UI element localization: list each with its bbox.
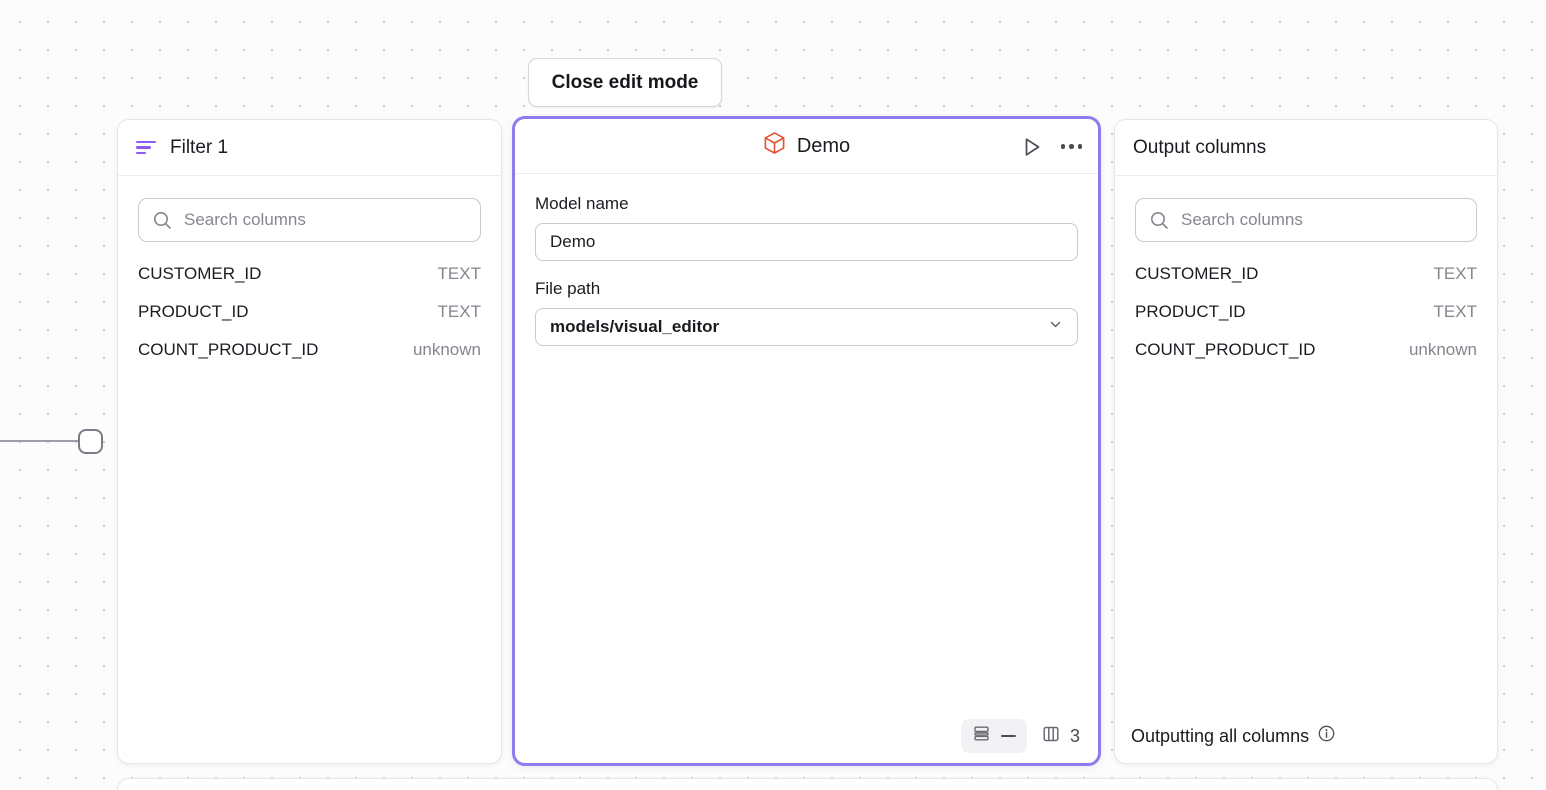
model-panel-title-group: Demo [763,131,850,161]
search-icon [1150,211,1169,230]
rows-icon [972,724,991,748]
table-row[interactable]: CUSTOMER_ID TEXT [138,264,481,302]
close-edit-mode-button[interactable]: Close edit mode [528,58,722,107]
column-type: TEXT [437,264,481,283]
edge-connector-handle[interactable] [78,429,103,454]
info-icon[interactable] [1317,724,1336,748]
column-name: PRODUCT_ID [138,302,249,321]
output-columns-panel[interactable]: Output columns CUSTOMER_ID TEXT PRODUCT_… [1114,119,1498,764]
output-search-box[interactable] [1135,198,1477,242]
row-count-control[interactable] [960,719,1027,753]
model-panel-actions [1021,119,1082,174]
filter-column-list: CUSTOMER_ID TEXT PRODUCT_ID TEXT COUNT_P… [118,264,501,378]
bottom-partial-panel[interactable] [117,778,1498,790]
output-panel-header: Output columns [1115,120,1497,176]
column-count-value: 3 [1069,725,1080,746]
column-count-control[interactable]: 3 [1041,724,1080,749]
model-panel-footer: 3 [515,709,1098,763]
ellipsis-icon[interactable] [1060,144,1082,149]
column-name: PRODUCT_ID [1135,302,1246,321]
chevron-down-icon [1048,317,1063,337]
filter-panel[interactable]: Filter 1 CUSTOMER_ID TEXT PRODUCT_ID TEX… [117,119,502,764]
model-panel-header: Demo [515,119,1098,174]
output-status-text: Outputting all columns [1131,725,1310,746]
filter-search-box[interactable] [138,198,481,242]
column-name: COUNT_PRODUCT_ID [138,340,319,359]
column-type: TEXT [1433,302,1477,321]
column-name: CUSTOMER_ID [1135,264,1259,283]
table-row[interactable]: COUNT_PRODUCT_ID unknown [138,340,481,378]
filter-search-input[interactable] [184,210,466,230]
column-type: unknown [412,340,481,359]
output-panel-footer: Outputting all columns [1115,709,1497,763]
column-type: TEXT [1433,264,1477,283]
model-name-input[interactable] [535,223,1078,261]
table-row[interactable]: COUNT_PRODUCT_ID unknown [1135,340,1477,378]
columns-icon [1041,724,1061,749]
table-row[interactable]: CUSTOMER_ID TEXT [1135,264,1477,302]
column-name: COUNT_PRODUCT_ID [1135,340,1316,359]
edge-connector-line [0,440,82,442]
output-panel-title: Output columns [1133,136,1267,158]
file-path-label: File path [535,279,601,298]
filter-icon [136,140,156,155]
file-path-select[interactable]: models/visual_editor [535,308,1078,346]
model-panel-body: Model name File path models/visual_edito… [515,174,1098,346]
filter-panel-title: Filter 1 [170,136,229,158]
model-panel[interactable]: Demo Model name File path models/visual_… [512,116,1101,766]
cube-icon [763,131,786,161]
play-icon[interactable] [1021,136,1043,158]
output-column-list: CUSTOMER_ID TEXT PRODUCT_ID TEXT COUNT_P… [1115,264,1497,378]
row-count-value [1000,734,1016,738]
search-icon [153,211,172,230]
filter-panel-header: Filter 1 [118,120,501,176]
file-path-value: models/visual_editor [550,317,720,336]
column-type: TEXT [437,302,481,321]
output-search-input[interactable] [1181,210,1462,230]
table-row[interactable]: PRODUCT_ID TEXT [138,302,481,340]
column-name: CUSTOMER_ID [138,264,262,283]
model-panel-title: Demo [796,134,851,157]
model-name-label: Model name [535,194,629,213]
table-row[interactable]: PRODUCT_ID TEXT [1135,302,1477,340]
column-type: unknown [1408,340,1477,359]
